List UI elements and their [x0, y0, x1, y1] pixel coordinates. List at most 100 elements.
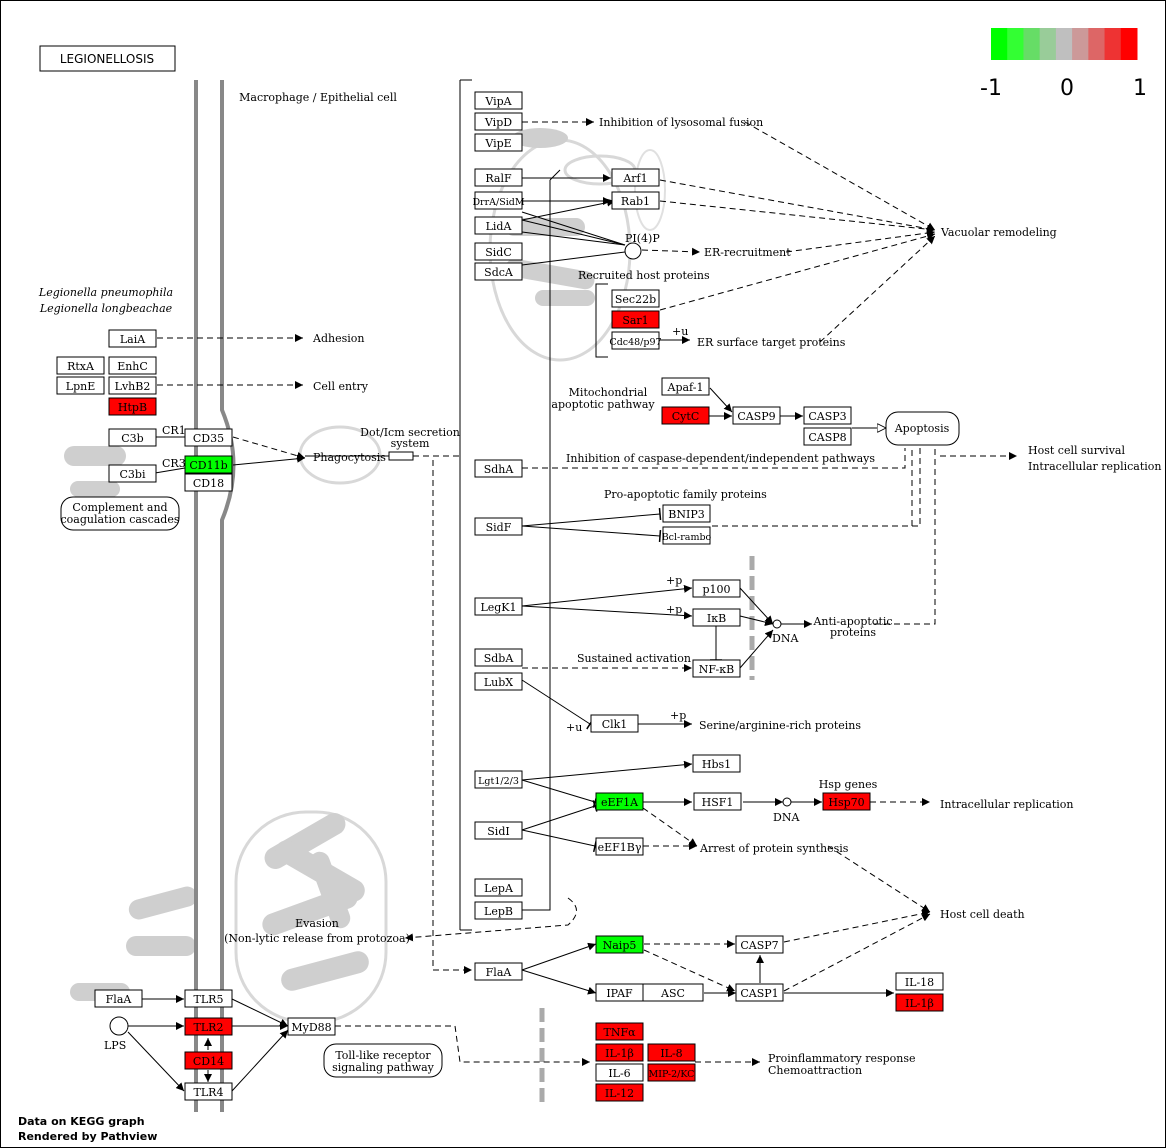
gene-box-tlr2[interactable] — [184, 1017, 233, 1036]
gene-node-flaa1[interactable]: FlaA — [94, 989, 143, 1008]
gene-node-il18[interactable]: IL-18 — [895, 972, 944, 991]
gene-node-ralf[interactable]: RalF — [474, 168, 523, 187]
gene-node-sdca[interactable]: SdcA — [474, 262, 523, 281]
gene-box-sdba[interactable] — [474, 648, 523, 667]
gene-box-tlr4[interactable] — [184, 1082, 233, 1101]
gene-box-cdc48[interactable] — [611, 331, 660, 350]
gene-node-laia[interactable]: LaiA — [108, 329, 157, 348]
gene-box-tlr5[interactable] — [184, 989, 233, 1008]
gene-box-sidc[interactable] — [474, 242, 523, 261]
gene-box-bclrambo[interactable] — [662, 526, 711, 545]
gene-box-ikb[interactable] — [692, 608, 741, 627]
gene-box-il6[interactable] — [595, 1063, 644, 1082]
gene-box-myd88[interactable] — [287, 1017, 336, 1036]
gene-node-ikb[interactable]: IκB — [692, 608, 741, 627]
gene-box-eef1bg[interactable] — [595, 837, 644, 856]
gene-node-eef1a[interactable]: eEF1A — [595, 792, 644, 811]
gene-box-enhc[interactable] — [108, 356, 157, 375]
gene-box-hbs1[interactable] — [692, 754, 741, 773]
gene-box-sec22b[interactable] — [611, 289, 660, 308]
gene-node-il12[interactable]: IL-12 — [595, 1083, 644, 1102]
gene-box-casp3[interactable] — [803, 406, 852, 425]
gene-box-cd14[interactable] — [184, 1051, 233, 1070]
gene-node-hsf1[interactable]: HSF1 — [693, 792, 742, 811]
gene-node-rtxa[interactable]: RtxA — [56, 356, 105, 375]
gene-node-clk1[interactable]: Clk1 — [590, 714, 639, 733]
gene-node-il6[interactable]: IL-6 — [595, 1063, 644, 1082]
gene-box-lepa[interactable] — [474, 878, 523, 897]
gene-box-drra[interactable] — [474, 191, 523, 210]
gene-box-lida[interactable] — [474, 216, 523, 235]
gene-node-eef1bg[interactable]: eEF1Bγ — [595, 837, 644, 856]
gene-node-cd14[interactable]: CD14 — [184, 1051, 233, 1070]
gene-box-il18[interactable] — [895, 972, 944, 991]
gene-node-cytc[interactable]: CytC — [661, 406, 710, 425]
gene-node-vipa[interactable]: VipA — [474, 91, 523, 110]
gene-node-naip5[interactable]: Naip5 — [595, 935, 644, 954]
gene-node-sec22b[interactable]: Sec22b — [611, 289, 660, 308]
gene-box-sar1[interactable] — [611, 310, 660, 329]
gene-node-tlr2[interactable]: TLR2 — [184, 1017, 233, 1036]
gene-box-vipe[interactable] — [474, 133, 523, 152]
gene-node-lgt[interactable]: Lgt1/2/3 — [474, 770, 523, 789]
gene-node-lpne[interactable]: LpnE — [56, 376, 105, 395]
gene-node-casp8[interactable]: CASP8 — [803, 427, 852, 446]
gene-node-casp1[interactable]: CASP1 — [735, 983, 784, 1002]
gene-node-legk1[interactable]: LegK1 — [474, 597, 523, 616]
gene-box-casp7[interactable] — [735, 935, 784, 954]
gene-box-hsf1[interactable] — [693, 792, 742, 811]
gene-node-sar1[interactable]: Sar1 — [611, 310, 660, 329]
gene-box-casp1[interactable] — [735, 983, 784, 1002]
gene-box-sdha[interactable] — [474, 459, 523, 478]
gene-node-sdha[interactable]: SdhA — [474, 459, 523, 478]
gene-node-mip2[interactable]: MIP-2/KC — [647, 1063, 696, 1082]
gene-node-bnip3[interactable]: BNIP3 — [662, 504, 711, 523]
gene-box-lepb[interactable] — [474, 901, 523, 920]
gene-box-bnip3[interactable] — [662, 504, 711, 523]
gene-node-nfkb[interactable]: NF-κB — [692, 659, 741, 678]
gene-node-il8[interactable]: IL-8 — [647, 1043, 696, 1062]
apoptosis-pathway-link[interactable] — [885, 411, 960, 446]
gene-box-arf1[interactable] — [611, 168, 660, 187]
gene-node-cd11b[interactable]: CD11b — [184, 455, 233, 474]
gene-box-naip5[interactable] — [595, 935, 644, 954]
gene-node-vipd[interactable]: VipD — [474, 112, 523, 131]
gene-box-c3b[interactable] — [108, 428, 157, 447]
gene-box-il1b[interactable] — [595, 1043, 644, 1062]
gene-box-p100[interactable] — [692, 579, 741, 598]
gene-box-laia[interactable] — [108, 329, 157, 348]
gene-box-eef1a[interactable] — [595, 792, 644, 811]
gene-box-rtxa[interactable] — [56, 356, 105, 375]
gene-node-vipe[interactable]: VipE — [474, 133, 523, 152]
gene-box-casp9[interactable] — [732, 406, 781, 425]
gene-box-casp8[interactable] — [803, 427, 852, 446]
gene-box-il8[interactable] — [647, 1043, 696, 1062]
gene-box-lpne[interactable] — [56, 376, 105, 395]
gene-box-cd11b[interactable] — [184, 455, 233, 474]
gene-node-p100[interactable]: p100 — [692, 579, 741, 598]
gene-box-rab1[interactable] — [611, 191, 660, 210]
gene-box-cd35[interactable] — [184, 428, 233, 447]
gene-node-c3bi[interactable]: C3bi — [108, 464, 157, 483]
gene-box-htpb[interactable] — [108, 397, 157, 416]
gene-node-casp9[interactable]: CASP9 — [732, 406, 781, 425]
gene-node-tlr5[interactable]: TLR5 — [184, 989, 233, 1008]
gene-box-lvhb2[interactable] — [108, 376, 157, 395]
gene-node-lida[interactable]: LidA — [474, 216, 523, 235]
gene-node-ipaf[interactable]: IPAF — [595, 983, 644, 1002]
gene-box-sdca[interactable] — [474, 262, 523, 281]
gene-node-drra[interactable]: DrrA/SidM — [472, 191, 525, 210]
gene-box-flaa1[interactable] — [94, 989, 143, 1008]
gene-node-sidi[interactable]: SidI — [474, 821, 523, 840]
gene-node-flaa2[interactable]: FlaA — [474, 962, 523, 981]
gene-node-il1b[interactable]: IL-1β — [595, 1043, 644, 1062]
gene-node-sdba[interactable]: SdbA — [474, 648, 523, 667]
gene-node-hbs1[interactable]: Hbs1 — [692, 754, 741, 773]
gene-box-asc[interactable] — [642, 983, 704, 1002]
gene-box-sidf[interactable] — [474, 517, 523, 536]
gene-node-lvhb2[interactable]: LvhB2 — [108, 376, 157, 395]
gene-box-il1b2[interactable] — [895, 993, 944, 1012]
gene-node-casp3[interactable]: CASP3 — [803, 406, 852, 425]
complement-pathway-link[interactable] — [60, 496, 180, 531]
gene-node-asc[interactable]: ASC — [642, 983, 704, 1002]
